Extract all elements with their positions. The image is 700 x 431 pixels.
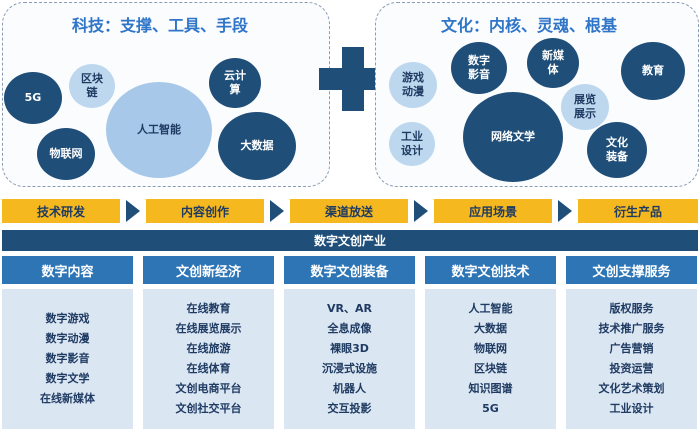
column-item: 人工智能	[468, 302, 513, 315]
column-item: VR、AR	[327, 302, 372, 315]
column-item: 机器人	[333, 382, 366, 395]
bubble-exhibition: 展览 展示	[561, 84, 609, 130]
column-item: 技术推广服务	[598, 322, 665, 335]
column-item: 数字文学	[45, 372, 90, 385]
bubble-games-anime: 游戏 动漫	[389, 62, 437, 108]
bubble-iot: 物联网	[37, 128, 95, 180]
column-body: 人工智能 大数据 物联网 区块链 知识图谱 5G	[425, 289, 556, 429]
bubble-cloud-computing: 云计 算	[209, 58, 261, 108]
flow-arrow-icon	[414, 200, 428, 222]
column-item: 在线体育	[186, 362, 231, 375]
plus-icon-vertical	[342, 47, 364, 111]
column-support-services: 文创支撑服务 版权服务 技术推广服务 广告营销 投资运营 文化艺术策划 工业设计	[566, 256, 697, 429]
column-item: 区块链	[474, 362, 507, 375]
column-item: 在线新媒体	[40, 392, 95, 405]
column-header: 数字内容	[2, 256, 133, 284]
column-item: 5G	[482, 402, 499, 415]
column-technology: 数字文创技术 人工智能 大数据 物联网 区块链 知识图谱 5G	[425, 256, 556, 429]
column-item: 在线展览展示	[175, 322, 242, 335]
column-item: 数字动漫	[45, 332, 90, 345]
culture-panel-title: 文化：内核、灵魂、根基	[441, 16, 618, 35]
bubble-5g: 5G	[4, 72, 62, 124]
column-body: 数字游戏 数字动漫 数字影音 数字文学 在线新媒体	[2, 289, 133, 429]
column-body: VR、AR 全息成像 裸眼3D 沉浸式设施 机器人 交互投影	[284, 289, 415, 429]
column-header: 文创新经济	[143, 256, 274, 284]
column-item: 广告营销	[609, 342, 654, 355]
flow-arrow-icon	[270, 200, 284, 222]
bubble-cultural-equipment: 文化 装备	[587, 122, 647, 178]
column-item: 版权服务	[609, 302, 654, 315]
bubble-blockchain: 区块 链	[69, 64, 115, 108]
column-item: 大数据	[474, 322, 507, 335]
bubble-digital-av: 数字 影音	[451, 42, 507, 94]
flow-arrow-icon	[558, 200, 572, 222]
column-equipment: 数字文创装备 VR、AR 全息成像 裸眼3D 沉浸式设施 机器人 交互投影	[284, 256, 415, 429]
industry-title-bar: 数字文创产业	[2, 230, 698, 251]
column-item: 在线旅游	[186, 342, 231, 355]
bubble-new-media: 新媒 体	[527, 38, 579, 88]
column-body: 在线教育 在线展览展示 在线旅游 在线体育 文创电商平台 文创社交平台	[143, 289, 274, 429]
column-item: 工业设计	[609, 402, 654, 415]
column-item: 物联网	[474, 342, 507, 355]
column-header: 文创支撑服务	[566, 256, 697, 284]
column-header: 数字文创装备	[284, 256, 415, 284]
column-item: 裸眼3D	[330, 342, 369, 355]
column-body: 版权服务 技术推广服务 广告营销 投资运营 文化艺术策划 工业设计	[566, 289, 697, 429]
flow-step-content: 内容创作	[146, 199, 264, 223]
column-item: 知识图谱	[468, 382, 513, 395]
column-item: 交互投影	[327, 402, 372, 415]
bubble-education: 教育	[621, 42, 685, 100]
bubble-big-data: 大数据	[218, 112, 296, 180]
column-item: 数字影音	[45, 352, 90, 365]
flow-step-scenario: 应用场景	[434, 199, 552, 223]
column-new-economy: 文创新经济 在线教育 在线展览展示 在线旅游 在线体育 文创电商平台 文创社交平…	[143, 256, 274, 429]
column-digital-content: 数字内容 数字游戏 数字动漫 数字影音 数字文学 在线新媒体	[2, 256, 133, 429]
column-item: 文化艺术策划	[598, 382, 665, 395]
column-item: 投资运营	[609, 362, 654, 375]
bubble-industrial-design: 工业 设计	[389, 122, 435, 166]
flow-arrow-icon	[126, 200, 140, 222]
column-item: 全息成像	[327, 322, 372, 335]
column-item: 文创社交平台	[175, 402, 242, 415]
flow-step-rd: 技术研发	[2, 199, 120, 223]
column-item: 文创电商平台	[175, 382, 242, 395]
column-item: 沉浸式设施	[322, 362, 377, 375]
column-item: 在线教育	[186, 302, 231, 315]
column-header: 数字文创技术	[425, 256, 556, 284]
column-item: 数字游戏	[45, 312, 90, 325]
flow-step-derivative: 衍生产品	[578, 199, 698, 223]
bubble-artificial-intelligence: 人工智能	[106, 82, 212, 178]
flow-step-channel: 渠道放送	[290, 199, 408, 223]
tech-panel-title: 科技：支撑、工具、手段	[72, 16, 249, 35]
bubble-online-literature: 网络文学	[463, 92, 563, 182]
